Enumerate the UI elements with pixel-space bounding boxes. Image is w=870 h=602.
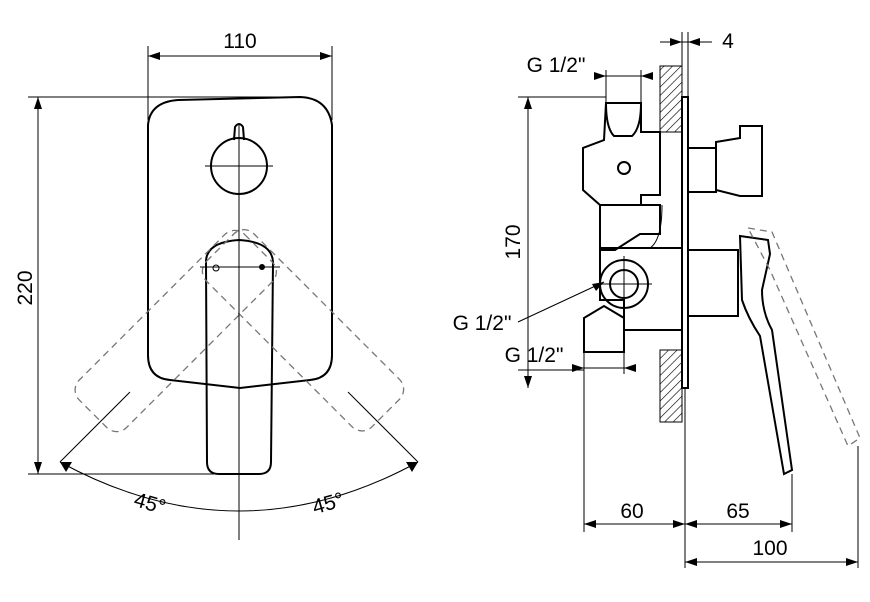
diverter-knob — [715, 125, 763, 197]
wall-section-bottom — [659, 349, 683, 423]
angle-left-label: 45° — [131, 488, 168, 519]
dim-depth-body-arrow-left — [584, 520, 596, 528]
side-handle-raised — [746, 227, 861, 447]
dim-thread-bottom-arrow-right — [624, 364, 636, 372]
dim-depth-total-arrow-left — [685, 558, 697, 566]
dim-plate-arrow-right — [688, 38, 700, 46]
selector-knob-notch — [233, 123, 245, 141]
dim-thread-top-arrow-left — [594, 72, 606, 80]
angle-arrow-left — [60, 462, 72, 472]
dim-body-height-arrow-bottom — [524, 376, 532, 388]
upper-valve-body — [582, 102, 661, 206]
dim-thread-side-label: G 1/2" — [453, 312, 512, 335]
dim-body-height-arrow-top — [524, 97, 532, 109]
dim-thread-side-leader — [517, 281, 605, 323]
handle-rotated-left — [74, 229, 277, 433]
dim-depth-total-arrow-right — [846, 558, 858, 566]
dim-thread-bottom-label: G 1/2" — [505, 344, 564, 367]
dim-front-width-arrow-left — [148, 52, 160, 60]
side-handle — [738, 234, 794, 476]
dim-front-width-arrow-right — [320, 52, 332, 60]
dim-thread-side-arrow — [592, 282, 604, 291]
dim-depth-total-label: 100 — [752, 537, 787, 560]
handle-pivot-dot — [212, 264, 220, 272]
front-view: 110 220 45° 45° — [14, 30, 419, 540]
side-cover-plate — [681, 96, 689, 389]
lower-outlet — [583, 304, 625, 353]
middle-body — [599, 204, 661, 251]
angle-leader-left — [59, 391, 131, 463]
dim-depth-body-label: 60 — [620, 500, 643, 523]
lower-valve-body — [599, 247, 683, 331]
dim-body-height-label: 170 — [502, 224, 525, 259]
angle-right-label: 45° — [310, 488, 347, 519]
middle-body-curve — [649, 204, 663, 249]
front-cover-plate — [147, 95, 333, 390]
dim-front-height-arrow-top — [34, 97, 42, 109]
angle-leader-right — [347, 391, 419, 463]
dim-front-height-label: 220 — [14, 270, 37, 305]
dim-thread-top-arrow-right — [641, 72, 653, 80]
dim-depth-handle-arrow-left — [685, 520, 697, 528]
dim-depth-handle-arrow-right — [780, 520, 792, 528]
dim-front-height-arrow-bottom — [34, 462, 42, 474]
dim-front-width-label: 110 — [223, 30, 256, 53]
dim-depth-handle-label: 65 — [726, 500, 749, 523]
dim-thread-bottom-arrow-left — [572, 364, 584, 372]
dim-plate-arrow-left — [670, 38, 682, 46]
angle-arrow-right — [406, 462, 418, 472]
upper-inlet-top — [605, 102, 642, 137]
dim-plate-label: 4 — [722, 30, 734, 53]
dim-depth-body-arrow-right — [673, 520, 685, 528]
handle-rotated-right — [201, 229, 405, 432]
cartridge-sleeve — [687, 249, 739, 317]
upper-port-hole — [617, 161, 631, 175]
dim-thread-top-label: G 1/2" — [527, 54, 586, 77]
wall-section-top — [659, 65, 683, 133]
diverter-stem — [687, 147, 717, 193]
side-view: 4 G 1/2" 170 G 1/2" G 1/2" 60 — [453, 30, 861, 568]
angle-arc — [59, 461, 419, 512]
